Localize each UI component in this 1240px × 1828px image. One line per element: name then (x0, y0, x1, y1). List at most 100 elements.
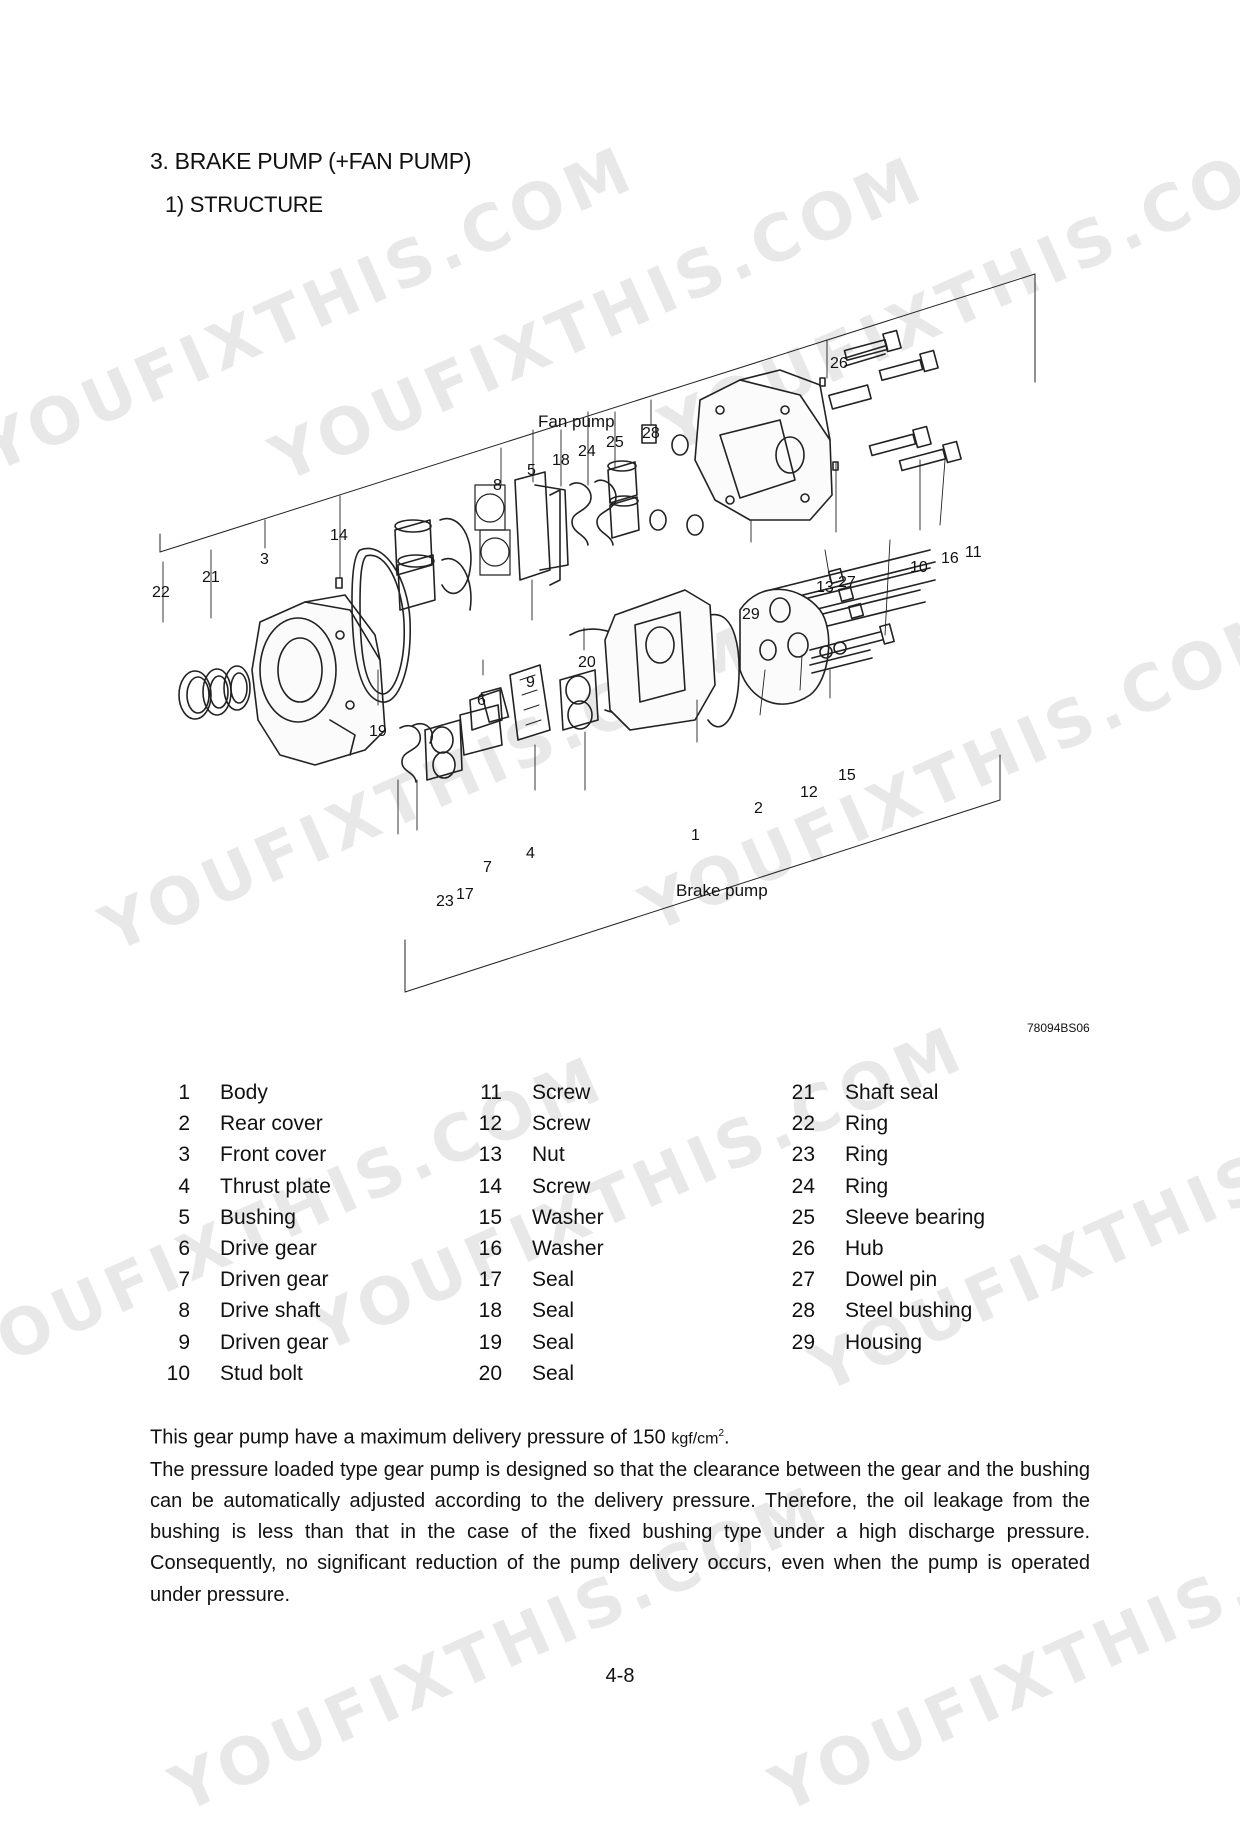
callout-19: 19 (369, 723, 387, 740)
callout-12: 12 (800, 784, 818, 801)
callout-11: 11 (965, 544, 982, 561)
callout-6: 6 (477, 692, 486, 709)
part-name: Screw (532, 1174, 591, 1198)
part-name: Steel bushing (845, 1299, 973, 1323)
part-name: Thrust plate (220, 1174, 331, 1198)
part-name: Ring (845, 1174, 889, 1198)
part-name: Hub (845, 1236, 884, 1260)
part-name: Nut (532, 1143, 565, 1167)
callout-15: 15 (838, 767, 856, 784)
part-number: 7 (178, 1268, 190, 1292)
part-number: 15 (478, 1205, 502, 1229)
part-number: 22 (791, 1112, 815, 1136)
pressure-unit: kgf/cm (671, 1430, 719, 1448)
part-row: 11 Screw (462, 1077, 604, 1108)
callout-3: 3 (260, 551, 269, 568)
description-line-1: This gear pump have a maximum delivery p… (150, 1418, 1090, 1455)
figure-code: 78094BS06 (1027, 1021, 1090, 1035)
part-name: Seal (532, 1299, 575, 1323)
part-name: Screw (532, 1112, 591, 1136)
part-number: 26 (791, 1236, 815, 1260)
part-row: 4 Thrust plate (150, 1171, 331, 1202)
section-heading: 3. BRAKE PUMP (+FAN PUMP) (150, 148, 472, 175)
part-number: 21 (791, 1081, 815, 1104)
part-name: Washer (532, 1236, 604, 1260)
page-number: 4-8 (605, 1665, 635, 1687)
part-number: 20 (478, 1361, 502, 1385)
part-name: Front cover (220, 1143, 327, 1167)
part-number: 6 (178, 1236, 190, 1260)
pressure-unit-exponent: 2 (718, 1428, 725, 1439)
part-name: Seal (532, 1330, 575, 1354)
callout-10: 10 (910, 559, 928, 576)
part-number: 1 (178, 1081, 190, 1104)
callout-26: 26 (830, 355, 848, 372)
callout-20: 20 (578, 654, 596, 671)
part-name: Shaft seal (845, 1081, 939, 1104)
callout-14: 14 (330, 527, 348, 544)
part-name: Screw (532, 1081, 591, 1104)
part-row: 14 Screw (462, 1171, 604, 1202)
part-number: 11 (480, 1081, 502, 1104)
callout-1: 1 (691, 827, 700, 844)
callout-22: 22 (152, 584, 170, 601)
callout-5: 5 (527, 462, 536, 479)
part-name: Ring (845, 1143, 889, 1167)
part-number: 8 (178, 1299, 190, 1323)
callout-21: 21 (202, 569, 220, 586)
part-name: Rear cover (220, 1112, 323, 1136)
pressure-line-end: . (724, 1426, 730, 1449)
part-name: Ring (845, 1112, 889, 1136)
part-number: 5 (178, 1205, 190, 1229)
part-name: Seal (532, 1361, 575, 1385)
part-number: 16 (478, 1236, 502, 1260)
callout-18: 18 (552, 452, 570, 469)
callout-16: 16 (941, 550, 959, 567)
callout-7: 7 (483, 859, 492, 876)
callout-28: 28 (642, 425, 660, 442)
part-row: 20 Seal (462, 1358, 604, 1389)
part-number: 9 (178, 1330, 190, 1354)
part-number: 24 (791, 1174, 815, 1198)
part-number: 10 (166, 1361, 190, 1385)
part-row: 19 Seal (462, 1327, 604, 1358)
callout-2: 2 (754, 800, 763, 817)
part-name: Housing (845, 1330, 923, 1354)
callout-23: 23 (436, 893, 454, 910)
part-number: 25 (791, 1205, 815, 1229)
part-name: Driven gear (220, 1330, 329, 1354)
part-number: 19 (478, 1330, 502, 1354)
subsection-heading: 1) STRUCTURE (165, 192, 323, 217)
part-name: Sleeve bearing (845, 1205, 986, 1229)
part-row: 16 Washer (462, 1233, 604, 1264)
part-number: 2 (178, 1112, 190, 1136)
callout-29: 29 (742, 606, 760, 623)
description: This gear pump have a maximum delivery p… (150, 1418, 1090, 1611)
callout-9: 9 (526, 674, 535, 691)
part-row: 2 Rear cover (150, 1108, 331, 1139)
part-name: Drive gear (220, 1236, 317, 1260)
part-name: Stud bolt (220, 1361, 303, 1385)
part-row: 26 Hub (775, 1233, 985, 1264)
callout-4: 4 (526, 845, 535, 862)
part-row: 9 Driven gear (150, 1327, 331, 1358)
part-number: 4 (178, 1174, 190, 1198)
callout-25: 25 (606, 434, 624, 451)
callout-13: 13 (816, 579, 834, 596)
part-number: 14 (478, 1174, 502, 1198)
callout-17: 17 (456, 886, 474, 903)
